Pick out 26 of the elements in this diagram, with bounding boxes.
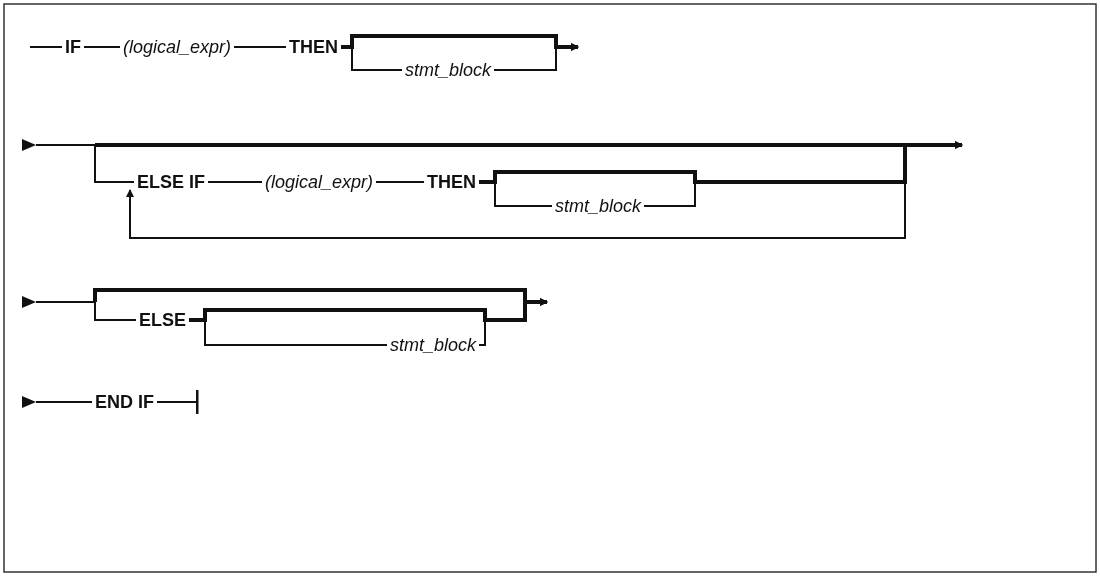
connector-line bbox=[189, 298, 548, 322]
keyword-label: ELSE bbox=[136, 309, 189, 331]
syntax-element-label: (logical_expr) bbox=[120, 36, 235, 58]
syntax-element-label: (logical_expr) bbox=[262, 171, 377, 193]
connector-line bbox=[478, 298, 548, 346]
connector-line bbox=[126, 181, 906, 239]
connector-line bbox=[29, 46, 63, 48]
connector-line bbox=[493, 43, 579, 71]
connector-line bbox=[375, 181, 425, 183]
keyword-label: THEN bbox=[286, 36, 341, 58]
connector-line bbox=[83, 46, 121, 48]
keyword-label: IF bbox=[62, 36, 84, 58]
connector-line bbox=[22, 296, 137, 321]
syntax-element-label: stmt_block bbox=[552, 195, 645, 217]
syntax-element-label: stmt_block bbox=[387, 334, 480, 356]
keyword-label: ELSE IF bbox=[134, 171, 208, 193]
connector-line bbox=[22, 139, 135, 183]
connector-line bbox=[341, 34, 579, 51]
connector-line bbox=[22, 396, 93, 408]
connector-line bbox=[233, 46, 287, 48]
connector-line bbox=[479, 141, 963, 184]
keyword-label: END IF bbox=[92, 391, 157, 413]
connector-line bbox=[207, 181, 263, 183]
syntax-element-label: stmt_block bbox=[402, 59, 495, 81]
keyword-label: THEN bbox=[424, 171, 479, 193]
connector-line bbox=[156, 390, 199, 414]
